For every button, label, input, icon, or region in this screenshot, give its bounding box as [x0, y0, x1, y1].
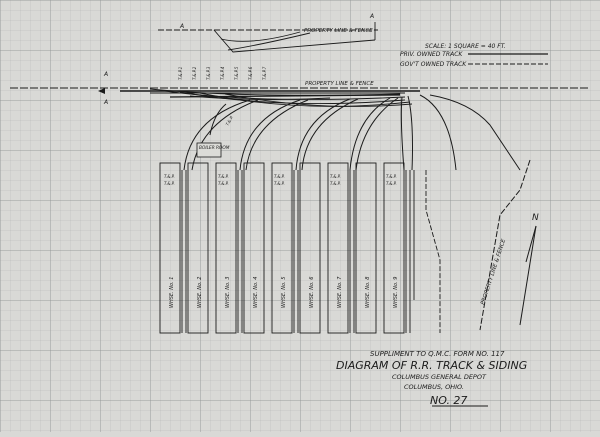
warehouse-9-label: WHSE. No. 9	[393, 277, 399, 308]
switch-labels-top: T.&.P.1 T.&.P.2 T.&.P.3 T.&.P.4 T.&.P.5 …	[178, 66, 267, 80]
property-line-diagonal	[479, 159, 531, 331]
svg-text:T.&.P.: T.&.P.	[386, 174, 397, 179]
svg-text:T.&.P.: T.&.P.	[274, 174, 285, 179]
legend-govt-track: GOV'T OWNED TRACK	[400, 61, 467, 68]
section-mark-left-lower: A	[103, 99, 108, 106]
legend-private-track: PRIV. OWNED TRACK	[400, 51, 463, 58]
north-arrow	[519, 225, 537, 326]
section-mark-top-right: A	[369, 13, 374, 20]
north-mark: N	[532, 213, 539, 223]
title-line-1: SUPPLIMENT TO Q.M.C. FORM NO. 117	[370, 350, 505, 358]
warehouse-labels: WHSE. No. 1 WHSE. No. 2 WHSE. No. 3 WHSE…	[169, 276, 399, 308]
svg-text:T.&.P.1: T.&.P.1	[178, 67, 183, 80]
svg-text:T.&.P.: T.&.P.	[218, 174, 229, 179]
svg-text:T.&.P.: T.&.P.	[164, 174, 175, 179]
title-line-3: COLUMBUS GENERAL DEPOT	[392, 373, 487, 381]
switch-label-mid: T.&.P.	[225, 115, 235, 127]
svg-text:T.&.P.: T.&.P.	[218, 181, 229, 186]
title-line-2: DIAGRAM OF R.R. TRACK & SIDING	[336, 359, 527, 372]
warehouse-1-label: WHSE. No. 1	[169, 277, 175, 308]
boiler-room: BOILER ROOM	[196, 142, 230, 158]
warehouse-5-label: WHSE. No. 5	[281, 277, 287, 308]
warehouse-3-label: WHSE. No. 3	[225, 277, 231, 308]
svg-text:T.&.P.7: T.&.P.7	[262, 66, 267, 80]
svg-text:T.&.P.2: T.&.P.2	[192, 66, 197, 80]
svg-text:T.&.P.: T.&.P.	[274, 181, 285, 186]
warehouse-block	[159, 162, 441, 334]
legend: SCALE: 1 SQUARE = 40 FT. PRIV. OWNED TRA…	[400, 43, 548, 68]
svg-text:T.&.P.5: T.&.P.5	[234, 66, 239, 80]
siding-curves	[183, 94, 521, 171]
svg-text:T.&.P.6: T.&.P.6	[248, 66, 253, 80]
boiler-room-label: BOILER ROOM	[199, 145, 230, 151]
top-property-detail	[158, 22, 378, 53]
main-track-bundle	[10, 87, 590, 107]
section-mark-left-upper: A	[103, 71, 108, 78]
svg-text:T.&.P.3: T.&.P.3	[206, 66, 211, 80]
arrow-left	[98, 88, 105, 94]
property-line-main-label: PROPERTY LINE & FENCE	[305, 81, 374, 87]
svg-text:T.&.P.: T.&.P.	[330, 181, 341, 186]
warehouse-4-label: WHSE. No. 4	[253, 277, 259, 308]
legend-scale: SCALE: 1 SQUARE = 40 FT.	[425, 43, 506, 50]
svg-text:T.&.P.: T.&.P.	[330, 174, 341, 179]
title-line-4: COLUMBUS, OHIO.	[404, 383, 464, 391]
warehouse-2-label: WHSE. No. 2	[197, 277, 203, 308]
warehouse-7-label: WHSE. No. 7	[337, 276, 343, 308]
warehouse-8-label: WHSE. No. 8	[365, 277, 371, 308]
title-block: SUPPLIMENT TO Q.M.C. FORM NO. 117 DIAGRA…	[336, 350, 527, 407]
property-line-top-label: PROPERTY LINE & FENCE	[304, 28, 373, 34]
section-mark-top-left: A	[179, 23, 184, 30]
svg-text:T.&.P.: T.&.P.	[164, 181, 175, 186]
title-line-5: NO. 27	[430, 394, 467, 407]
svg-text:T.&.P.: T.&.P.	[386, 181, 397, 186]
svg-text:T.&.P.4: T.&.P.4	[220, 66, 225, 80]
warehouse-6-label: WHSE. No. 6	[309, 277, 315, 308]
switch-labels-mid: T.&.P. T.&.P. T.&.P. T.&.P. T.&.P. T.&.P…	[164, 174, 397, 186]
